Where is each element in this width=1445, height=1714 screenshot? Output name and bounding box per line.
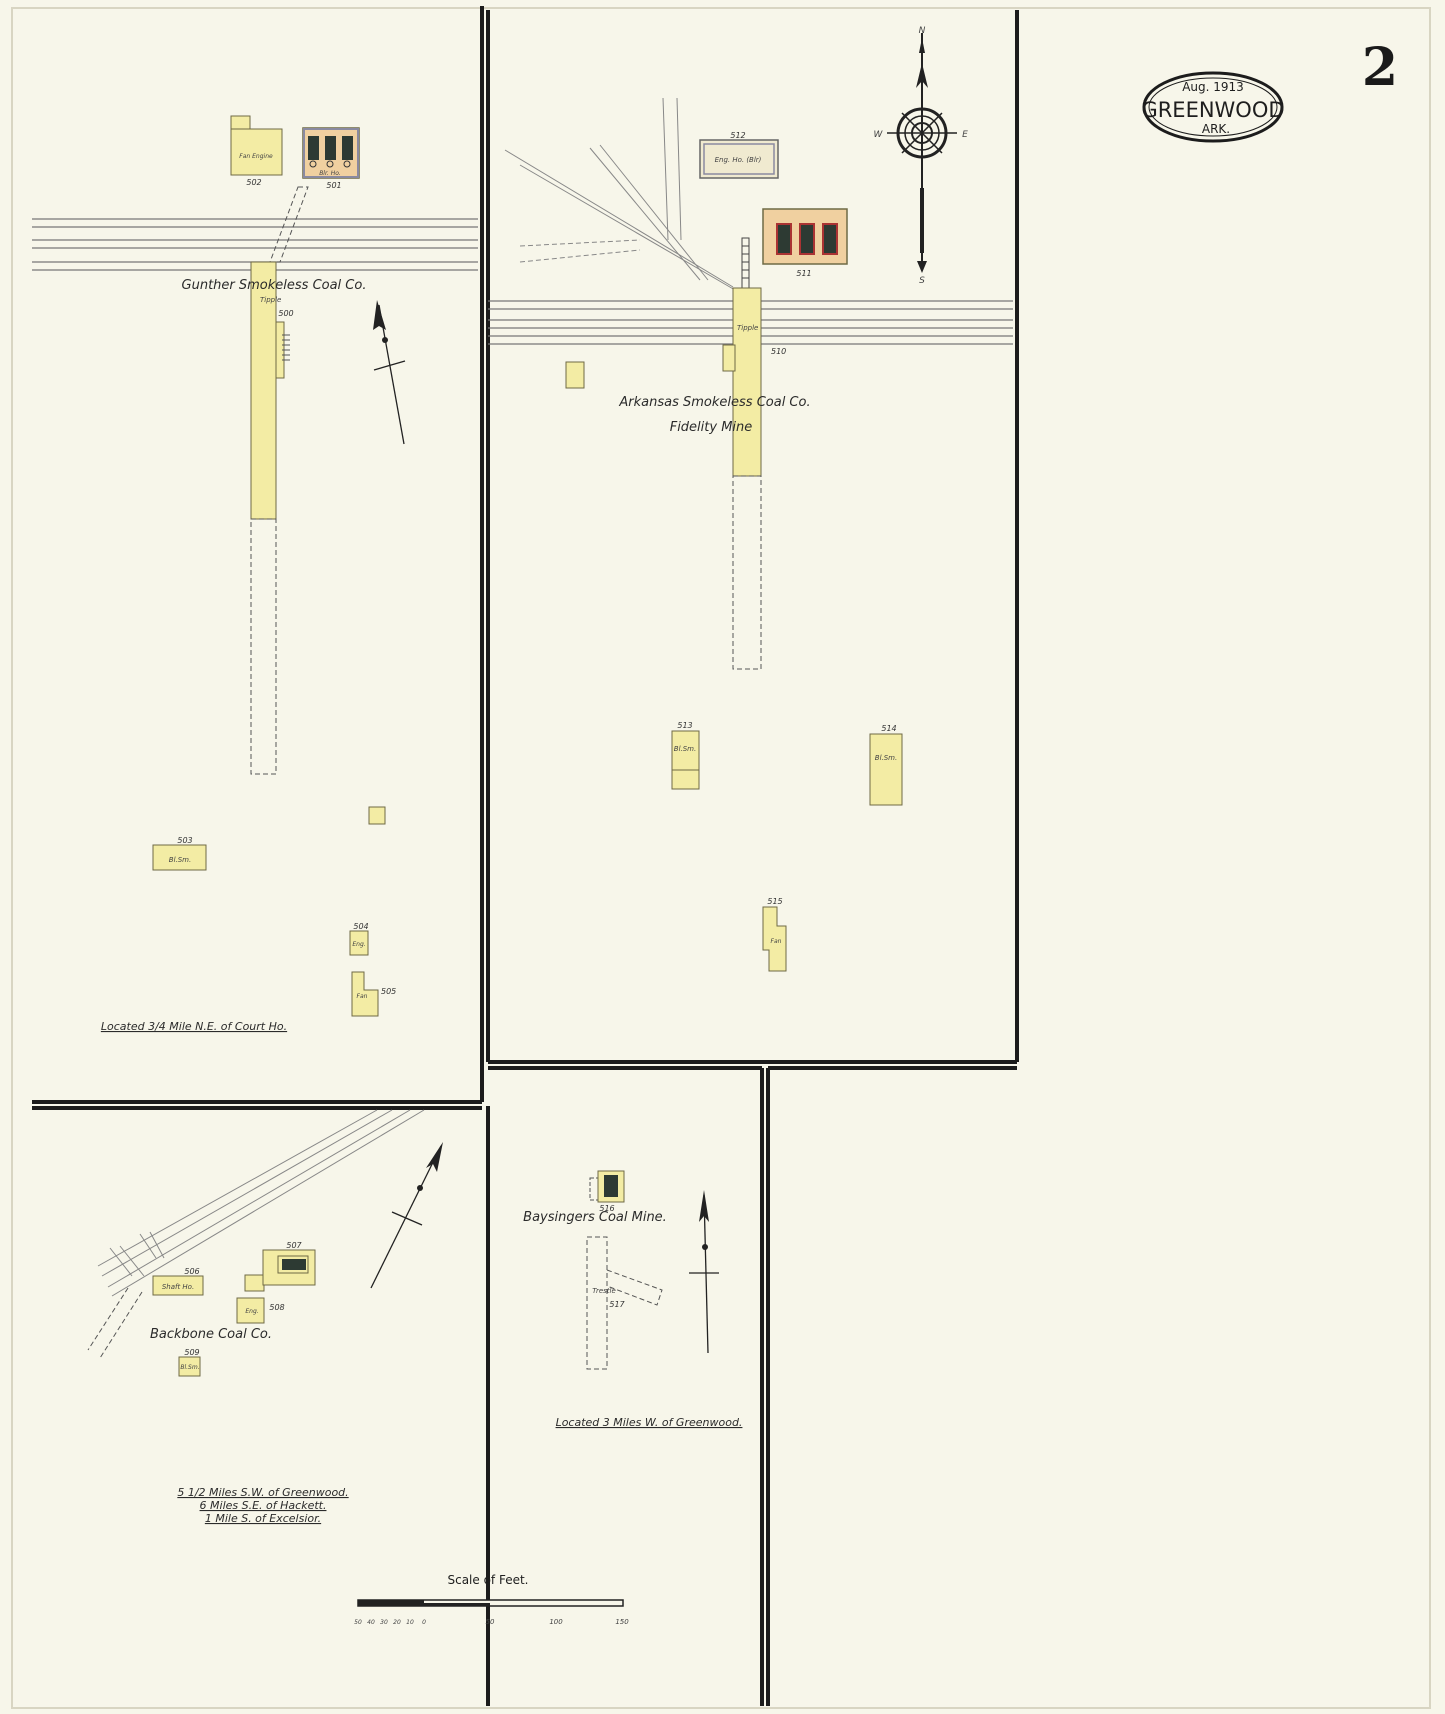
panel-baysingers: 516 Baysingers Coal Mine. Trestle 517 Lo… [523,1170,743,1429]
bldg-512-number: 512 [730,131,745,140]
location-note-baysingers: Located 3 Miles W. of Greenwood. [556,1416,743,1429]
compass-w: W [874,130,884,140]
bldg-513-number: 513 [677,721,692,730]
company-label-backbone: Backbone Coal Co. [150,1327,272,1342]
bldg-509-number: 509 [184,1348,199,1357]
bldg-505-number: 505 [381,987,396,996]
scale-bar: Scale of Feet. 50 40 30 20 10 0 50 100 1… [354,1573,629,1626]
building-513: Bl.Sm. 513 [671,721,700,790]
scale-tick-3: 20 [393,1619,401,1626]
building-516: 516 [589,1170,625,1213]
compass-s: S [919,276,925,286]
small-building [368,806,386,825]
panel-arkansas: Eng. Ho. (Blr) 512 511 Tipple 510 Arkans… [488,97,1013,972]
railroad-tracks [32,218,478,271]
bldg-504-number: 504 [353,922,368,931]
bldg-503-number: 503 [177,836,192,845]
paper-border [11,7,1431,1709]
north-arrow-icon [373,300,406,445]
building-503: Bl.Sm. 503 [152,836,207,871]
bldg-502-label: Fan Engine [239,153,273,160]
compass-e: E [962,130,968,140]
building-512: Eng. Ho. (Blr) 512 [699,131,779,179]
bldg-515-label: Fan [771,938,782,945]
railroad-tracks [97,1109,425,1297]
building-514: Bl.Sm. 514 [869,724,903,806]
location-note-backbone-1: 5 1/2 Miles S.W. of Greenwood. [177,1486,348,1499]
bldg-512-label: Eng. Ho. (Blr) [715,156,762,164]
trestle-label: Trestle [592,1287,616,1295]
bldg-502-number: 502 [246,178,261,187]
location-note-backbone-3: 1 Mile S. of Excelsior. [205,1512,321,1525]
mine-label-fidelity: Fidelity Mine [670,420,753,435]
city-title-cartouche: Aug. 1913 Greenwood Ark. [1141,71,1285,143]
scale-tick-1: 40 [367,1619,375,1626]
building-501: Blr. Ho. 501 [302,127,360,190]
bldg-501-label: Blr. Ho. [319,170,341,177]
location-note-backbone-2: 6 Miles S.E. of Hackett. [200,1499,327,1512]
bldg-509-label: Bl.Sm. [180,1364,199,1371]
tipple-arkansas: Tipple 510 [722,237,786,670]
state-name: Ark. [1202,122,1230,136]
trestle-baysingers: Trestle 517 [586,1236,663,1370]
building-507: 507 [262,1241,316,1286]
bldg-500-number: 500 [278,309,293,318]
building-508: Eng. 508 [236,1297,285,1324]
building-511: 511 [762,208,848,278]
map-date: Aug. 1913 [1182,80,1244,94]
bldg-515-number: 515 [767,897,782,906]
scale-tick-5: 0 [422,1619,426,1626]
building-505: Fan 505 [351,971,396,1017]
city-name: Greenwood [1141,98,1284,122]
tipple-label-a: Tipple [260,296,281,304]
bldg-511-number: 511 [796,269,811,278]
bldg-504-label: Eng. [352,941,365,948]
bldg-508-number: 508 [269,1303,284,1312]
building-515: Fan 515 [762,897,787,972]
scale-title: Scale of Feet. [447,1573,528,1587]
bldg-510-number: 510 [771,347,786,356]
north-arrow-icon [370,1142,443,1289]
bldg-514-label: Bl.Sm. [875,754,897,762]
north-arrow-icon [689,1190,719,1354]
company-label-baysingers: Baysingers Coal Mine. [523,1210,667,1225]
tipple-gunther: Tipple 500 [250,261,294,775]
tipple-label-b: Tipple [737,324,758,332]
scale-tick-8: 150 [615,1618,629,1626]
bldg-507-number: 507 [286,1241,302,1250]
company-label-arkansas: Arkansas Smokeless Coal Co. [618,395,810,410]
scale-tick-0: 50 [354,1619,362,1626]
spur-tracks [504,97,736,291]
building-504: Eng. 504 [349,922,369,956]
panel-backbone: Shaft Ho. 506 507 Eng. 508 Backbone Coal… [87,1109,443,1525]
sheet-number: 2 [1362,37,1398,98]
scale-tick-2: 30 [380,1619,388,1626]
compass-n: N [919,26,926,36]
bldg-517-number: 517 [609,1300,625,1309]
bldg-514-number: 514 [881,724,896,733]
scale-tick-7: 100 [549,1618,563,1626]
location-note-gunther: Located 3/4 Mile N.E. of Court Ho. [101,1020,287,1033]
panel-frames [32,6,1019,1706]
bldg-501-number: 501 [326,181,341,190]
compass-rose-icon: N S E W [874,26,969,286]
bldg-506-number: 506 [184,1267,199,1276]
building-509: Bl.Sm. 509 [178,1348,201,1377]
bldg-508-label: Eng. [245,1308,258,1315]
panel-gunther: Fan Engine 502 Blr. Ho. 501 [32,115,478,1033]
small-building [244,1274,265,1292]
bldg-503-label: Bl.Sm. [169,856,191,864]
bldg-505-label: Fan [357,993,368,1000]
bldg-506-label: Shaft Ho. [162,1283,194,1291]
scale-tick-4: 10 [406,1619,414,1626]
scale-tick-6: 50 [486,1618,495,1626]
company-label-gunther: Gunther Smokeless Coal Co. [182,278,367,293]
building-506: Shaft Ho. 506 [152,1267,204,1296]
bldg-516-number: 516 [599,1204,614,1213]
building-502: Fan Engine 502 [230,115,283,187]
bldg-513-label: Bl.Sm. [674,745,696,753]
small-building [565,361,585,389]
